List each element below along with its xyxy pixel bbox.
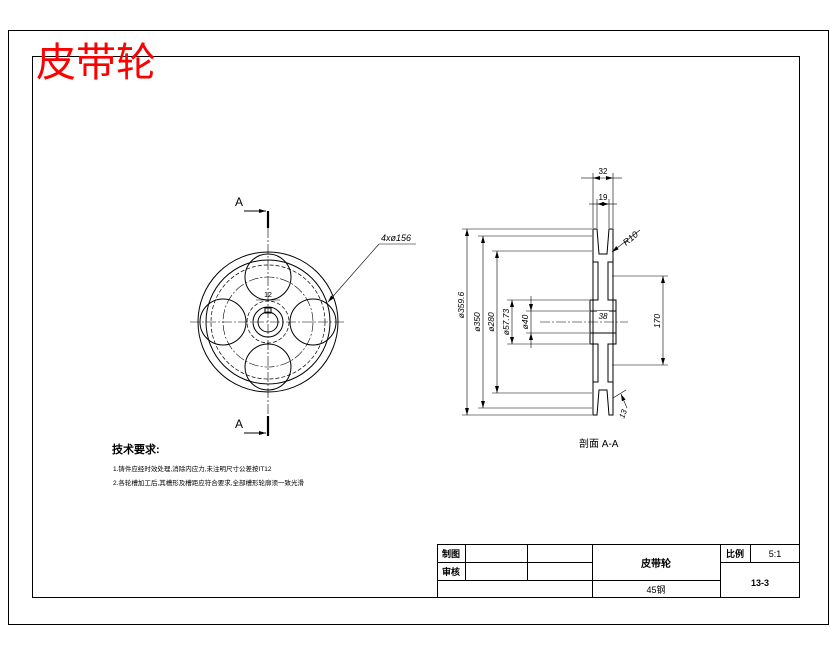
rim-width-dimension: 32 [599,167,608,176]
section-upper-half [589,228,617,312]
groove-width-dimension: 19 [599,193,608,202]
drawing-title: 皮带轮 [36,40,156,86]
hub-length-label-bg [597,311,609,320]
web-dia-dimension: ø280 [486,312,496,332]
radius-leader [611,229,641,253]
edge-dimension-line [620,393,628,409]
technical-requirement-item: 1.铸件应经时效处理,消除内应力,未注明尺寸公差按IT12 [113,464,272,473]
hub-dia-dimension: ø57.73 [501,308,511,335]
bore-dia-dimension: ø40 [520,314,530,329]
hub-length-dimension: 38 [599,312,608,321]
pitch-dia-dimension: ø350 [472,312,482,332]
part-name: 皮带轮 [640,557,671,570]
hole-callout-leader [327,243,380,303]
scale-value: 5:1 [769,549,782,559]
section-caption: 剖面 A-A [579,437,619,450]
material: 45钢 [646,584,665,595]
section-mark-bottom: A [235,417,243,431]
edge-dimension: 13 [617,408,629,420]
title-block-frame [437,544,800,598]
edge-extension-line [612,389,627,399]
technical-requirements: 技术要求: 1.铸件应经时效处理,消除内应力,未注明尺寸公差按IT12 2.各轮… [112,442,305,487]
section-lower-half [589,332,617,416]
outer-dia-dimension: ø359.6 [456,291,466,318]
technical-requirement-item: 2.各轮槽加工后,其槽形及槽距应符合要求,全部槽形轮廓须一致光滑 [113,478,305,487]
hole-callout: 4xø156 [381,233,411,243]
keyway-dimension: 12 [264,292,272,299]
technical-requirements-heading: 技术要求: [112,442,160,456]
inner-frame [32,56,800,598]
section-mark-top: A [235,195,243,209]
section-view: 32 19 R10 ø359.6 ø350 ø280 ø57.73 ø40 [456,167,668,450]
scale-label: 比例 [726,548,744,559]
front-view: A A 4xø156 12 [190,195,416,436]
checked-by-label: 审核 [442,566,460,577]
span-dimension: 170 [652,314,662,328]
title-block: 制图 审核 皮带轮 45钢 比例 5:1 13-3 [437,544,800,598]
drawing-number: 13-3 [751,578,769,588]
drawn-by-label: 制图 [442,548,460,559]
outer-border [8,30,829,625]
